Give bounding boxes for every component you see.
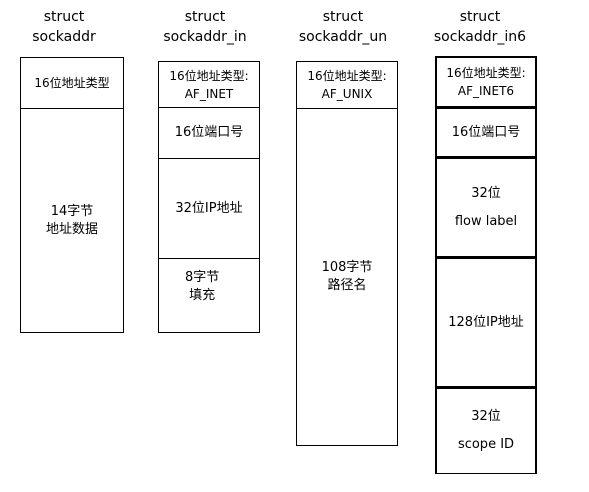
field-address-family: 16位地址类型: AF_INET (169, 68, 249, 101)
field-port: 16位端口号 (437, 106, 535, 156)
struct-sockaddr-in-box: 16位地址类型: AF_INET 16位端口号 32位IP地址 8字节 填充 (158, 61, 260, 333)
struct-sockaddr-un-box: 16位地址类型: AF_UNIX 108字节 路径名 (296, 61, 398, 446)
field-address-family: 16位地址类型: AF_UNIX (307, 69, 387, 101)
struct-sockaddr-in6-box: 16位地址类型: AF_INET6 16位端口号 32位 flow label … (435, 56, 537, 474)
struct-sockaddr-title: struct sockaddr (32, 9, 96, 45)
struct-sockaddr-box: 16位地址类型 14字节 地址数据 (20, 57, 124, 333)
field-address-family: 16位地址类型: AF_INET6 (446, 66, 526, 98)
field-ip-address: 128位IP地址 (437, 256, 535, 386)
struct-sockaddr-in-title: struct sockaddr_in (163, 9, 247, 45)
field-port: 16位端口号 (159, 107, 259, 158)
field-address-family: 16位地址类型 (34, 76, 110, 90)
field-path-name: 108字节 路径名 (297, 108, 397, 445)
struct-sockaddr-un-title: struct sockaddr_un (298, 9, 388, 45)
struct-sockaddr-in6-title: struct sockaddr_in6 (433, 9, 527, 45)
field-scope-id: 32位 scope ID (437, 386, 535, 473)
field-flow-label: 32位 flow label (437, 156, 535, 256)
field-address-data: 14字节 地址数据 (21, 108, 123, 332)
field-ip-address: 32位IP地址 (159, 158, 259, 258)
field-padding: 8字节 填充 (159, 258, 259, 332)
